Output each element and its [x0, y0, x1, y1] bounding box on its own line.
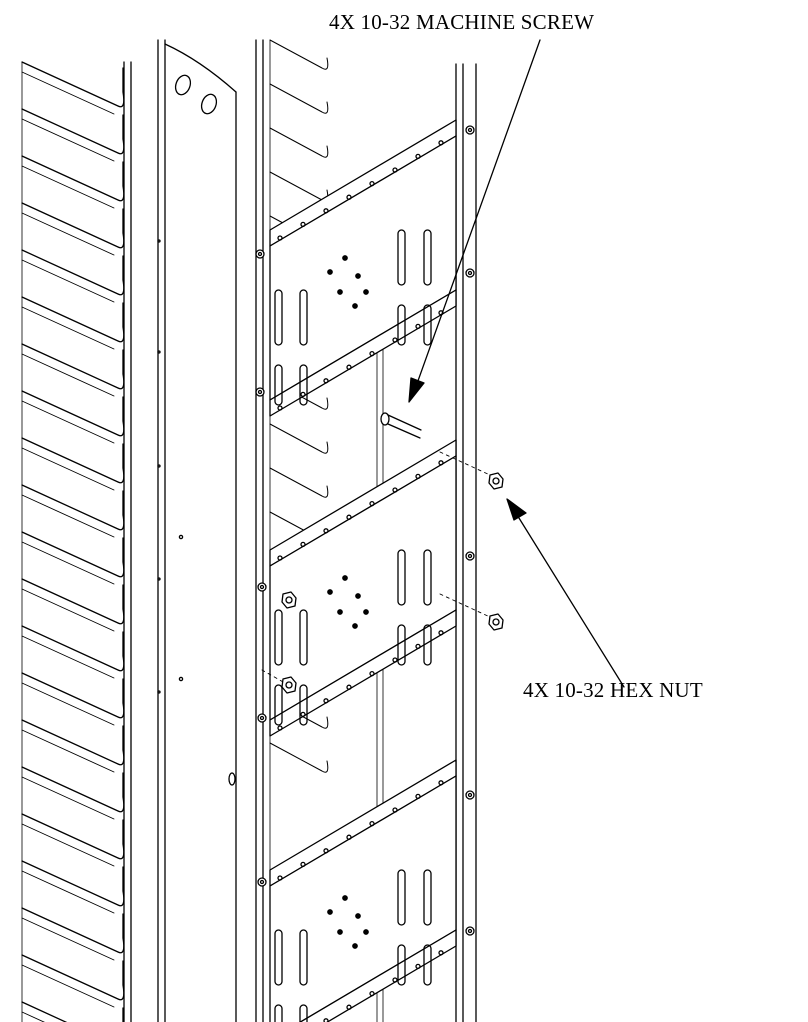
- louver-slat: [21, 306, 115, 350]
- rail-bolt-icon: [465, 926, 475, 936]
- bracket-plate: [269, 759, 457, 1022]
- louver-slat: [21, 776, 115, 820]
- louver-slat: [21, 400, 115, 444]
- louver-slat: [21, 917, 115, 961]
- louver-slat: [21, 907, 125, 954]
- louver-slat: [21, 719, 125, 766]
- arrowhead-icon: [408, 377, 425, 403]
- hex-nut-icon: [488, 613, 504, 631]
- louver-slat: [21, 249, 125, 296]
- louver-slat: [21, 860, 125, 907]
- bracket-plate: [269, 119, 457, 417]
- hex-nut-icon: [281, 591, 297, 609]
- louver-slat: [21, 964, 115, 1008]
- louver-slat: [269, 698, 329, 729]
- louver-slat: [21, 541, 115, 585]
- louver-slat: [21, 165, 115, 209]
- louver-slat: [21, 588, 115, 632]
- louver-slat: [21, 447, 115, 491]
- vertical-post: [157, 39, 237, 1022]
- hex-nut-leader: [513, 509, 625, 688]
- louver-slat: [21, 729, 115, 773]
- louver-slat: [21, 682, 115, 726]
- louver-slat: [21, 61, 125, 108]
- rail-bolt-icon: [465, 551, 475, 561]
- louver-slat: [21, 71, 115, 115]
- louver-slat: [21, 672, 125, 719]
- post-hole-icon: [200, 93, 218, 115]
- louver-slat: [21, 1011, 45, 1022]
- rail-bolt-icon: [465, 268, 475, 278]
- hex-nut-icon: [281, 676, 297, 694]
- louver-slat: [21, 635, 115, 679]
- rail-bolt-icon: [257, 877, 267, 887]
- louver-slat: [21, 343, 125, 390]
- louver-slat: [21, 108, 125, 155]
- machine-screw-leader: [413, 39, 541, 393]
- louver-slat: [269, 379, 329, 410]
- louver-slat: [269, 127, 329, 158]
- louver-slat: [21, 155, 125, 202]
- mounting-brackets: [269, 119, 457, 1022]
- louver-slat: [21, 484, 125, 531]
- louver-slat: [21, 212, 115, 256]
- louver-slat: [21, 954, 125, 1001]
- hex-nuts: [261, 451, 504, 694]
- louver-slat: [21, 625, 125, 672]
- louver-slat: [269, 467, 329, 498]
- rail-bolt-icon: [255, 387, 265, 397]
- rail-fasteners: [255, 125, 475, 936]
- rail-bolt-icon: [257, 713, 267, 723]
- post-hole-icon: [228, 772, 236, 786]
- louver-slat: [269, 423, 329, 454]
- louver-slat: [269, 39, 329, 70]
- rail-bolt-icon: [465, 790, 475, 800]
- bracket-plate: [269, 439, 457, 737]
- louver-slat: [21, 870, 115, 914]
- arrowhead-icon: [506, 498, 527, 521]
- louver-slat: [21, 578, 125, 625]
- louver-slat: [269, 83, 329, 114]
- louver-slat: [21, 390, 125, 437]
- louver-panel-edges: [21, 61, 132, 1022]
- louver-slat: [21, 353, 115, 397]
- hex-nut-icon: [488, 472, 504, 490]
- leader-lines: [408, 39, 625, 688]
- post-hole-icon: [174, 74, 192, 96]
- hex-nut-callout: 4X 10-32 HEX NUT: [523, 678, 703, 702]
- machine-screw-icon: [380, 412, 422, 439]
- louver-slat: [21, 813, 125, 860]
- rail-bolt-icon: [255, 249, 265, 259]
- louver-slat: [269, 171, 329, 202]
- louver-slat: [21, 437, 125, 484]
- louver-slat: [21, 823, 115, 867]
- louver-slat: [21, 296, 125, 343]
- rail-bolt-icon: [257, 582, 267, 592]
- louver-slat: [21, 766, 125, 813]
- louvered-side-panel: [21, 61, 125, 1022]
- louver-slat: [21, 118, 115, 162]
- louver-slat: [21, 531, 125, 578]
- louver-slat: [21, 494, 115, 538]
- machine-screw-callout: 4X 10-32 MACHINE SCREW: [329, 10, 595, 34]
- rail-bolt-icon: [465, 125, 475, 135]
- louver-slat: [269, 742, 329, 773]
- louver-slat: [21, 259, 115, 303]
- louver-slat: [21, 202, 125, 249]
